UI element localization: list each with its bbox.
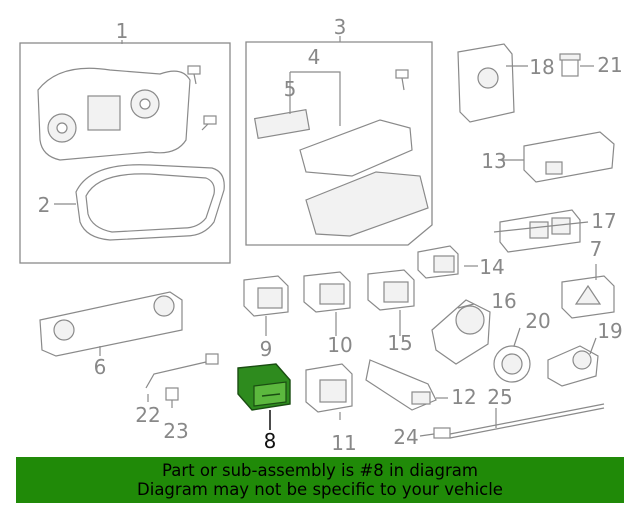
switch-part-17 [499, 209, 581, 253]
callout-14: 14 [479, 255, 504, 279]
trim-strip-part [253, 108, 311, 140]
part-info-banner: Part or sub-assembly is #8 in diagram Di… [16, 457, 624, 503]
switch-part-15 [367, 269, 415, 311]
callout-24: 24 [393, 425, 418, 449]
switch-housing-part [299, 119, 413, 177]
callout-22: 22 [135, 403, 160, 427]
callout-5: 5 [284, 77, 297, 101]
screw-icon [187, 65, 201, 85]
callout-8: 8 [264, 429, 277, 453]
wire-part-22 [145, 353, 219, 389]
wire-part-25 [449, 403, 605, 439]
switch-part-10 [303, 271, 351, 313]
leader-lines [54, 36, 597, 437]
callout-7: 7 [590, 237, 603, 261]
switch-part-9 [243, 275, 289, 317]
connector-part-24 [433, 427, 451, 439]
instrument-cluster-part [37, 67, 191, 161]
callout-9: 9 [260, 337, 273, 361]
knob-part-19 [547, 345, 599, 387]
callout-20: 20 [525, 309, 550, 333]
banner-line-1: Part or sub-assembly is #8 in diagram [162, 461, 478, 480]
screw-icon [201, 115, 217, 131]
callout-21: 21 [597, 53, 622, 77]
knob-part-20 [493, 345, 531, 383]
clip-part-23 [165, 387, 179, 401]
callout-1: 1 [116, 19, 129, 43]
callout-10: 10 [327, 333, 352, 357]
group-box-1 [19, 42, 231, 264]
switch-part-14 [417, 245, 459, 279]
switch-module-part-18 [457, 43, 515, 123]
callout-25: 25 [487, 385, 512, 409]
screw-icon [395, 69, 409, 91]
callout-18: 18 [529, 55, 554, 79]
callout-2: 2 [38, 193, 51, 217]
group-box-3 [245, 41, 433, 246]
callout-16: 16 [491, 289, 516, 313]
clip-part-21 [559, 53, 581, 77]
callout-23: 23 [163, 419, 188, 443]
switch-part-11 [305, 363, 353, 413]
callout-17: 17 [591, 209, 616, 233]
hazard-switch-part [561, 275, 615, 319]
callout-12: 12 [451, 385, 476, 409]
callout-15: 15 [387, 331, 412, 355]
callout-11: 11 [331, 431, 356, 455]
highlighted-part-8 [237, 363, 291, 411]
parts-diagram: 1 2 3 4 5 6 7 8 9 10 11 12 13 14 15 16 1… [19, 15, 623, 455]
banner-line-2: Diagram may not be specific to your vehi… [137, 480, 503, 499]
climate-panel-part [39, 291, 183, 357]
bracket-part [305, 171, 429, 237]
callout-4: 4 [308, 45, 321, 69]
callout-13: 13 [481, 149, 506, 173]
callout-3: 3 [334, 15, 347, 39]
callout-6: 6 [94, 355, 107, 379]
callout-19: 19 [597, 319, 622, 343]
switch-panel-part-13 [523, 131, 615, 183]
start-stop-button-part [431, 299, 491, 365]
switch-bar-part-12 [365, 359, 437, 411]
